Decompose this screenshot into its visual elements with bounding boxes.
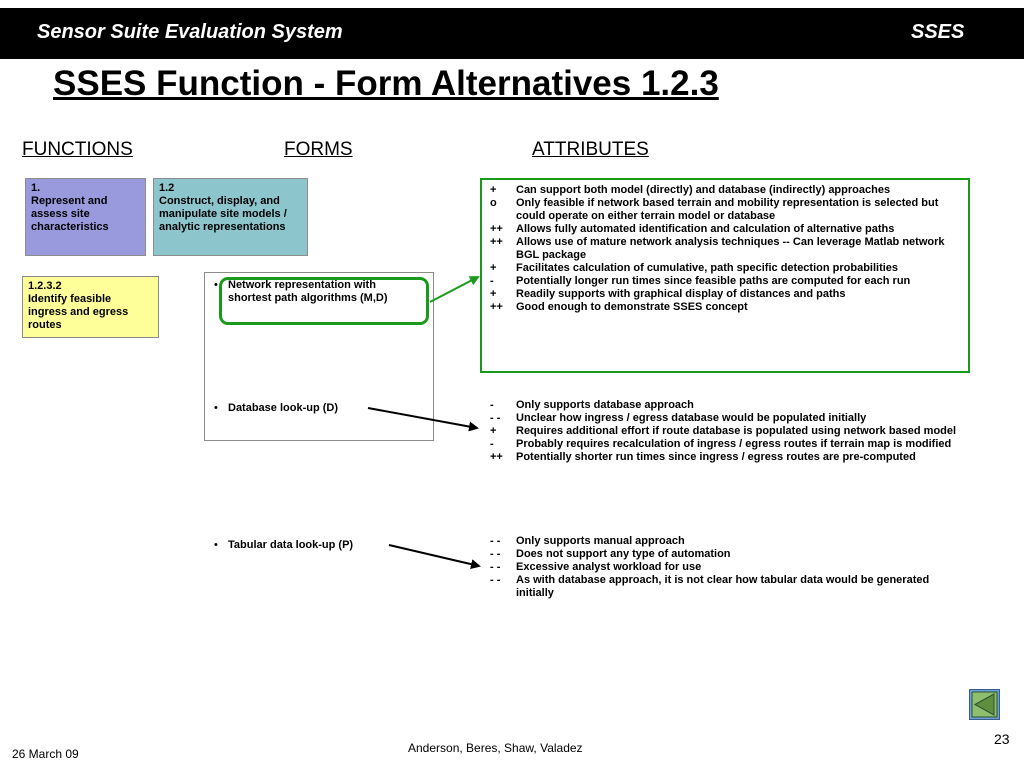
function-text: Identify feasible ingress and egress rou… (28, 293, 129, 331)
function-number: 1.2 (159, 182, 175, 194)
selected-form-highlight (219, 277, 429, 325)
function-box-1-2: 1.2 Construct, display, and manipulate s… (153, 178, 308, 256)
slide-title: SSES Function - Form Alternatives 1.2.3 (53, 64, 719, 103)
footer-authors: Anderson, Beres, Shaw, Valadez (408, 741, 583, 755)
function-text: Construct, display, and manipulate site … (159, 195, 287, 233)
attributes-highlight-box (480, 178, 970, 373)
attributes-list-tabular: - -Only supports manual approach - -Does… (490, 535, 960, 600)
back-arrow-icon[interactable] (969, 689, 1000, 720)
form-text: Database look-up (D) (228, 402, 339, 414)
arrow-tabular-to-attributes (388, 544, 481, 570)
page-number: 23 (994, 731, 1010, 747)
attribute-row: - -Unclear how ingress / egress database… (490, 412, 867, 424)
attribute-row: -Only supports database approach (490, 399, 694, 411)
column-heading-forms: FORMS (284, 139, 353, 160)
form-item-database: • Database look-up (D) (214, 402, 414, 415)
attribute-row: +Requires additional effort if route dat… (490, 425, 957, 437)
function-text: Represent and assess site characteristic… (31, 195, 109, 233)
attribute-row: - -Excessive analyst workload for use (490, 561, 702, 573)
attribute-row: ++Good enough to demonstrate SSES concep… (490, 301, 748, 313)
attribute-row: -Probably requires recalculation of ingr… (490, 438, 952, 450)
attributes-list-network: +Can support both model (directly) and d… (490, 184, 960, 314)
form-text: Tabular data look-up (P) (228, 539, 354, 551)
form-text: Network representation with shortest pat… (228, 279, 388, 305)
arrow-network-to-attributes (429, 276, 480, 303)
attribute-row: ++Allows fully automated identification … (490, 223, 895, 235)
footer-date: 26 March 09 (12, 747, 79, 761)
header-bar: Sensor Suite Evaluation System SSES (0, 8, 1024, 59)
attribute-row: - -Does not support any type of automati… (490, 548, 731, 560)
function-number: 1. (31, 182, 41, 194)
form-item-tabular: • Tabular data look-up (P) (214, 539, 414, 552)
function-number: 1.2.3.2 (28, 280, 62, 292)
attribute-row: ++Potentially shorter run times since in… (490, 451, 916, 463)
header-title: Sensor Suite Evaluation System (37, 21, 343, 43)
forms-box (204, 272, 434, 441)
function-box-1: 1. Represent and assess site characteris… (25, 178, 146, 256)
column-heading-functions: FUNCTIONS (22, 139, 133, 160)
attributes-list-database: -Only supports database approach - -Uncl… (490, 399, 960, 464)
attribute-row: +Facilitates calculation of cumulative, … (490, 262, 899, 274)
attribute-row: +Can support both model (directly) and d… (490, 184, 891, 196)
attribute-row: ++Allows use of mature network analysis … (490, 236, 945, 261)
header-abbrev: SSES (911, 21, 965, 43)
form-item-network: • Network representation with shortest p… (214, 279, 414, 306)
arrow-database-to-attributes (367, 407, 479, 432)
attribute-row: +Readily supports with graphical display… (490, 288, 846, 300)
column-heading-attributes: ATTRIBUTES (532, 139, 649, 160)
attribute-row: - -Only supports manual approach (490, 535, 685, 547)
function-box-1-2-3-2: 1.2.3.2 Identify feasible ingress and eg… (22, 276, 159, 338)
attribute-row: - -As with database approach, it is not … (490, 574, 930, 599)
attribute-row: -Potentially longer run times since feas… (490, 275, 911, 287)
